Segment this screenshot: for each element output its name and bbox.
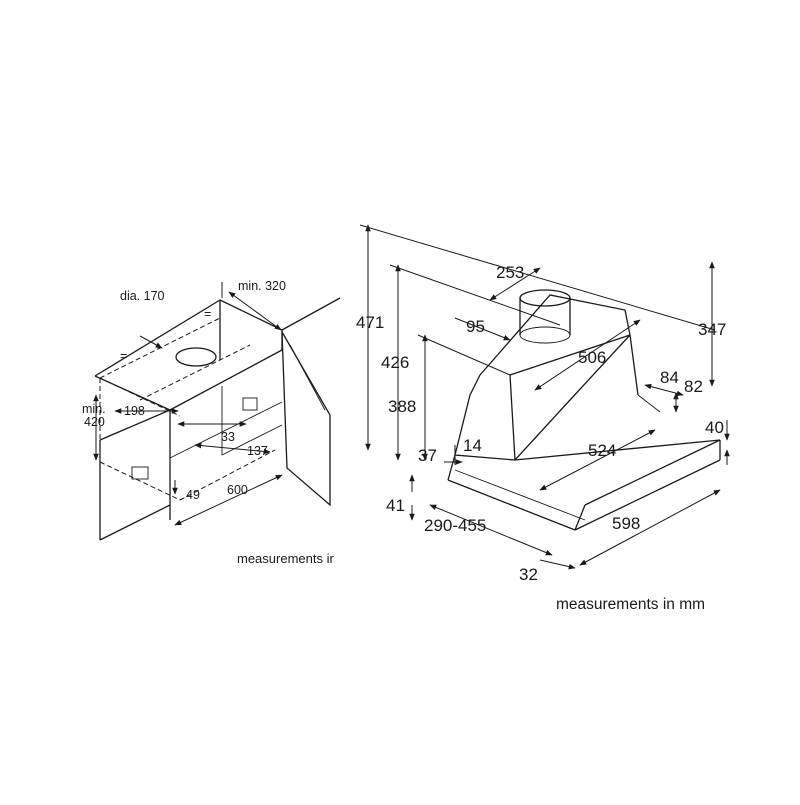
hood-body	[447, 294, 721, 531]
label-min-320: min. 320	[238, 279, 286, 293]
label-84: 84	[660, 368, 679, 387]
label-equal-1: =	[204, 307, 211, 321]
label-37: 37	[418, 446, 437, 465]
label-41: 41	[386, 496, 405, 515]
label-137: 137	[247, 444, 268, 458]
wall-bracket-icon	[242, 397, 258, 411]
cabinet-door	[281, 331, 331, 507]
label-598: 598	[612, 514, 640, 533]
right-caption: measurements in mm	[556, 596, 705, 613]
label-253: 253	[496, 263, 524, 282]
label-290-455: 290-455	[424, 516, 486, 535]
label-40: 40	[705, 418, 724, 437]
left-cabinet-drawing: dia. 170 min. 320 = = min. 420 198 33 13…	[82, 279, 341, 566]
label-95: 95	[466, 317, 485, 336]
label-min-420-line2: 420	[84, 415, 105, 429]
left-caption: measurements ir	[237, 551, 334, 566]
label-32: 32	[519, 565, 538, 584]
cabinet-top-outline	[94, 297, 341, 541]
label-506: 506	[578, 348, 606, 367]
label-82: 82	[684, 377, 703, 396]
label-33: 33	[221, 430, 235, 444]
label-471: 471	[356, 313, 384, 332]
label-388: 388	[388, 397, 416, 416]
label-49: 49	[186, 488, 200, 502]
label-524: 524	[588, 441, 616, 460]
label-198: 198	[124, 404, 145, 418]
label-14: 14	[463, 436, 482, 455]
label-equal-2: =	[120, 349, 127, 363]
duct-hole-icon	[175, 347, 217, 367]
right-hood-drawing: 253 471 95 347 426 506 84 82 388 524 40 …	[356, 224, 730, 613]
mounting-bracket-icon	[131, 466, 149, 480]
label-426: 426	[381, 353, 409, 372]
label-min-420-line1: min.	[82, 402, 106, 416]
label-600: 600	[227, 483, 248, 497]
label-dia-170: dia. 170	[120, 289, 165, 303]
label-347: 347	[698, 320, 726, 339]
